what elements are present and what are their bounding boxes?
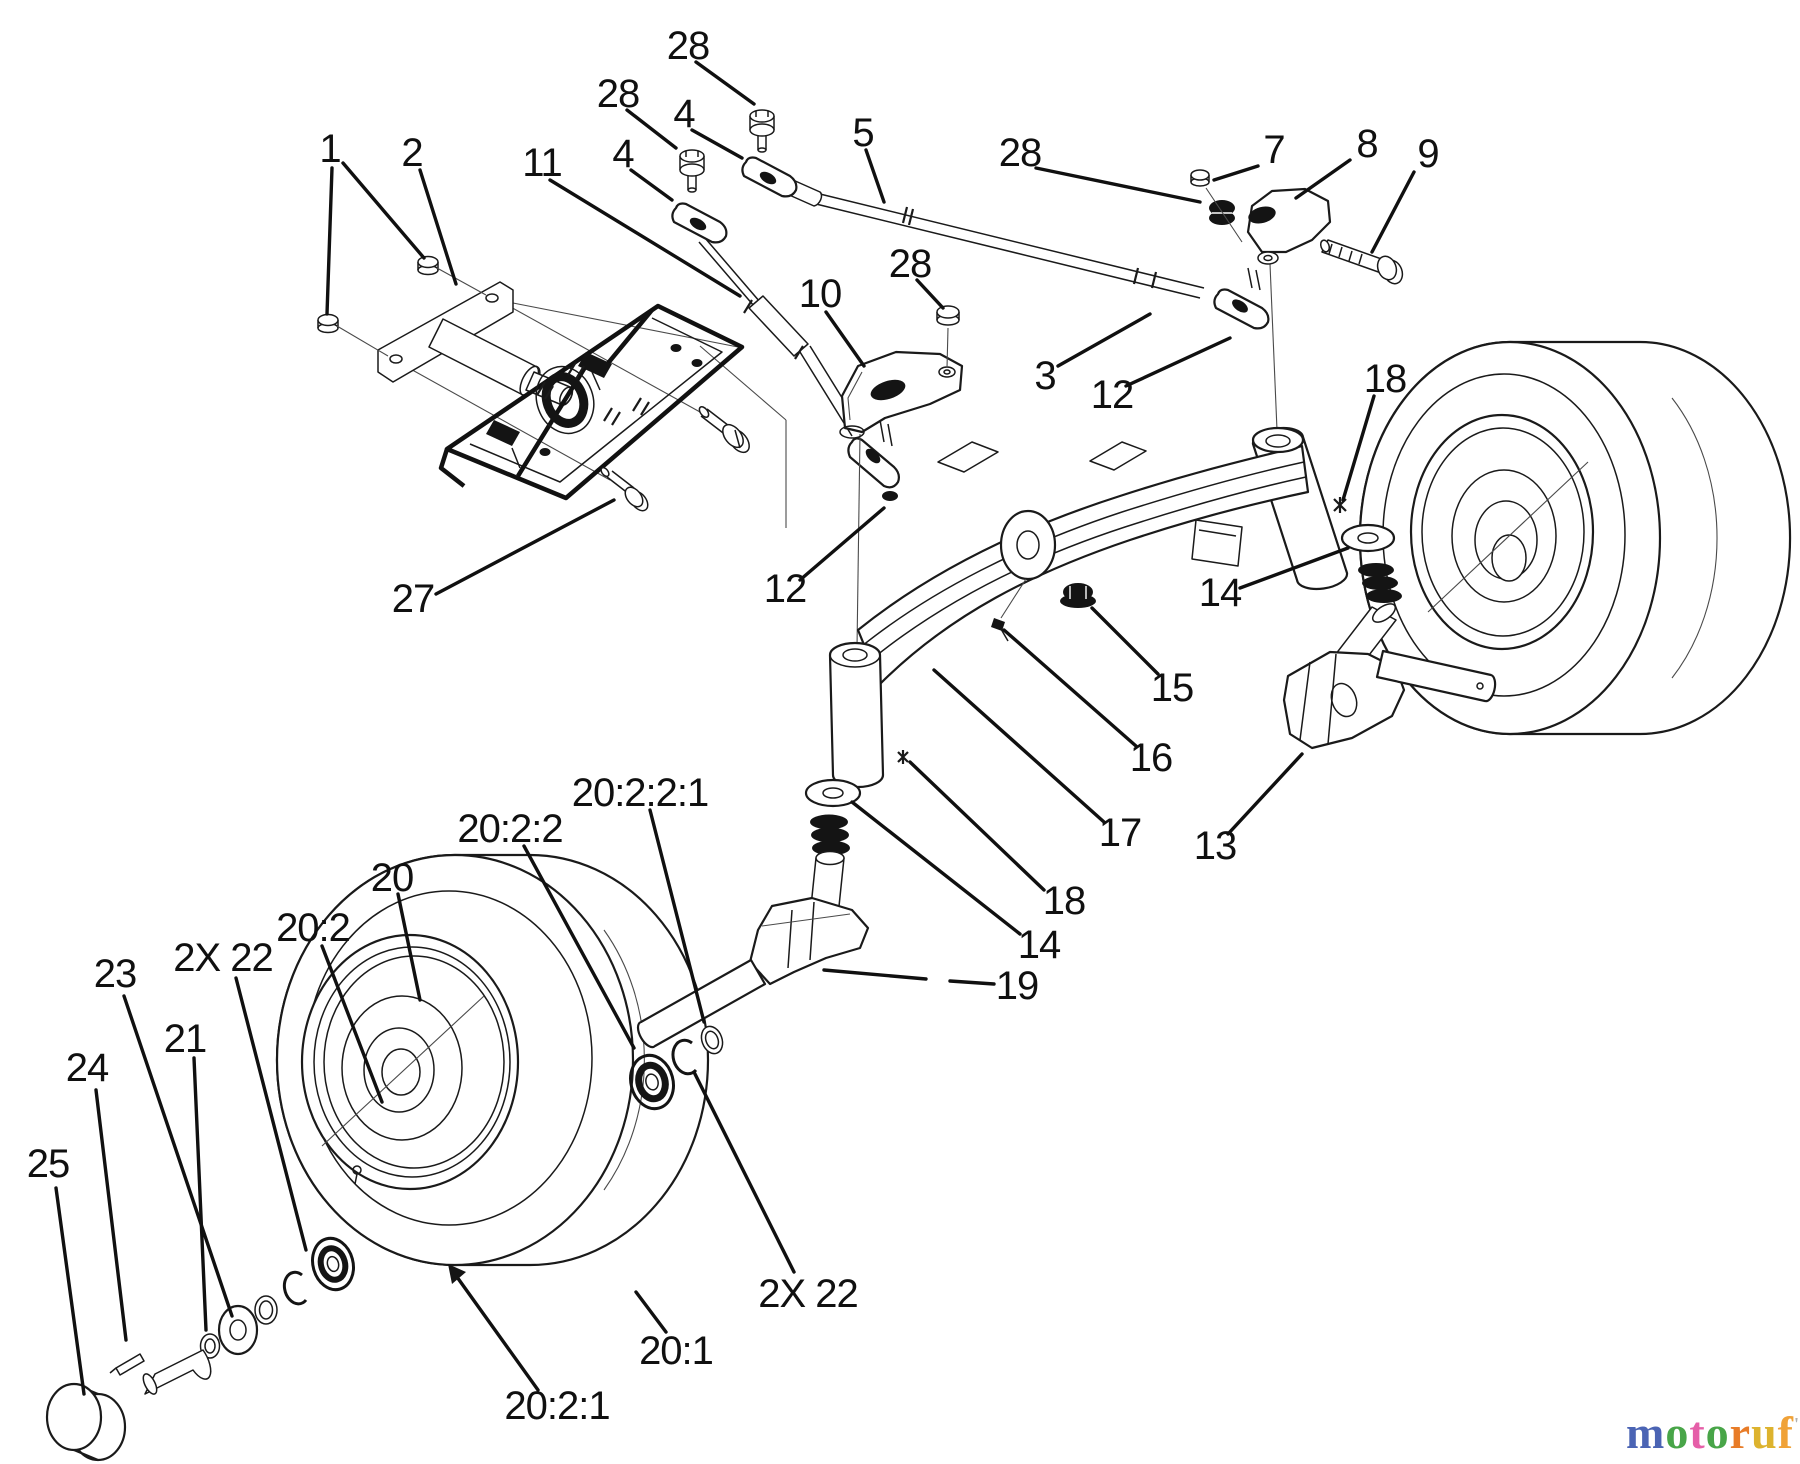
part-label-16: 16 bbox=[1130, 736, 1173, 780]
mount-screw-upper bbox=[698, 406, 750, 454]
part-label-3: 3 bbox=[1034, 354, 1055, 398]
part-label-14-b: 14 bbox=[1018, 923, 1061, 967]
part-label-18-a: 18 bbox=[1364, 357, 1407, 401]
part-label-28-c: 28 bbox=[999, 131, 1042, 175]
nut-7 bbox=[1190, 169, 1243, 243]
bolt-9 bbox=[1319, 239, 1404, 285]
part-label-13: 13 bbox=[1194, 824, 1237, 868]
part-label-202: 20:2 bbox=[276, 906, 350, 950]
watermark-logo: motoruf'.de bbox=[1626, 1406, 1800, 1459]
part-label-2x22-a: 2X 22 bbox=[173, 936, 273, 980]
part-label-28-a: 28 bbox=[597, 72, 640, 116]
watermark-letter: o bbox=[1665, 1407, 1690, 1458]
part-label-12-b: 12 bbox=[764, 567, 807, 611]
part-label-24: 24 bbox=[66, 1046, 109, 1090]
flange-nut-left bbox=[317, 313, 389, 357]
part-label-1: 1 bbox=[319, 127, 340, 171]
flange-nut-right bbox=[417, 255, 487, 296]
part-label-14-a: 14 bbox=[1199, 571, 1242, 615]
part-label-18-b: 18 bbox=[1043, 879, 1086, 923]
watermark-letter: f bbox=[1777, 1407, 1794, 1458]
part-label-2x22-b: 2X 22 bbox=[758, 1272, 858, 1316]
part-label-23: 23 bbox=[94, 952, 137, 996]
castle-nut-tie-rod-end-a bbox=[741, 109, 798, 198]
part-label-15: 15 bbox=[1151, 666, 1194, 710]
tie-rod-end-right bbox=[1213, 267, 1270, 330]
part-label-28-b: 28 bbox=[667, 24, 710, 68]
drag-link-assembly bbox=[698, 237, 900, 501]
part-label-10: 10 bbox=[799, 272, 842, 316]
watermark-letter: u bbox=[1751, 1407, 1778, 1458]
part-label-5: 5 bbox=[852, 111, 873, 155]
leader-lines bbox=[54, 60, 1416, 1396]
castle-nut-tie-rod-end-b bbox=[671, 149, 728, 244]
right-front-wheel bbox=[1358, 340, 1792, 736]
part-label-4-a: 4 bbox=[673, 92, 695, 136]
part-label-4-b: 4 bbox=[612, 132, 634, 176]
tie-rod-assembly bbox=[671, 109, 1270, 330]
part-label-201: 20:1 bbox=[639, 1329, 713, 1373]
part-label-21: 21 bbox=[164, 1017, 207, 1061]
right-steering-arm bbox=[1190, 169, 1404, 431]
part-label-2: 2 bbox=[401, 131, 422, 175]
watermark-letter: o bbox=[1705, 1407, 1730, 1458]
part-label-28-d: 28 bbox=[889, 242, 932, 286]
left-front-wheel bbox=[275, 853, 710, 1267]
part-labels: 1 2 11 28 28 4 4 5 28 7 8 9 10 28 3 12 1… bbox=[27, 24, 1440, 1428]
watermark-letter: t bbox=[1689, 1407, 1706, 1458]
part-label-12-a: 12 bbox=[1091, 373, 1134, 417]
part-label-20221: 20:2:2:1 bbox=[572, 771, 709, 815]
watermark-letter: m bbox=[1626, 1407, 1666, 1458]
part-label-2022: 20:2:2 bbox=[457, 807, 562, 851]
right-spindle-assembly bbox=[1282, 523, 1497, 750]
watermark-letter: r bbox=[1729, 1407, 1752, 1458]
mount-screw-lower bbox=[600, 466, 649, 512]
left-spindle-assembly bbox=[629, 641, 885, 1111]
watermark-mark: ' bbox=[1794, 1414, 1800, 1434]
part-label-9: 9 bbox=[1417, 132, 1438, 176]
hub-small-parts bbox=[45, 1236, 355, 1462]
tie-rod-end-lower bbox=[847, 419, 900, 501]
axle-mount-bracket bbox=[317, 255, 787, 528]
part-label-2021: 20:2:1 bbox=[504, 1384, 609, 1428]
part-label-27: 27 bbox=[392, 577, 435, 621]
part-label-20: 20 bbox=[371, 856, 414, 900]
part-label-8: 8 bbox=[1356, 122, 1377, 166]
part-label-25: 25 bbox=[27, 1142, 70, 1186]
part-label-11: 11 bbox=[522, 141, 562, 185]
part-label-17: 17 bbox=[1099, 811, 1142, 855]
part-label-19: 19 bbox=[996, 964, 1039, 1008]
axle-beam bbox=[856, 426, 1347, 764]
part-label-7: 7 bbox=[1263, 128, 1284, 172]
